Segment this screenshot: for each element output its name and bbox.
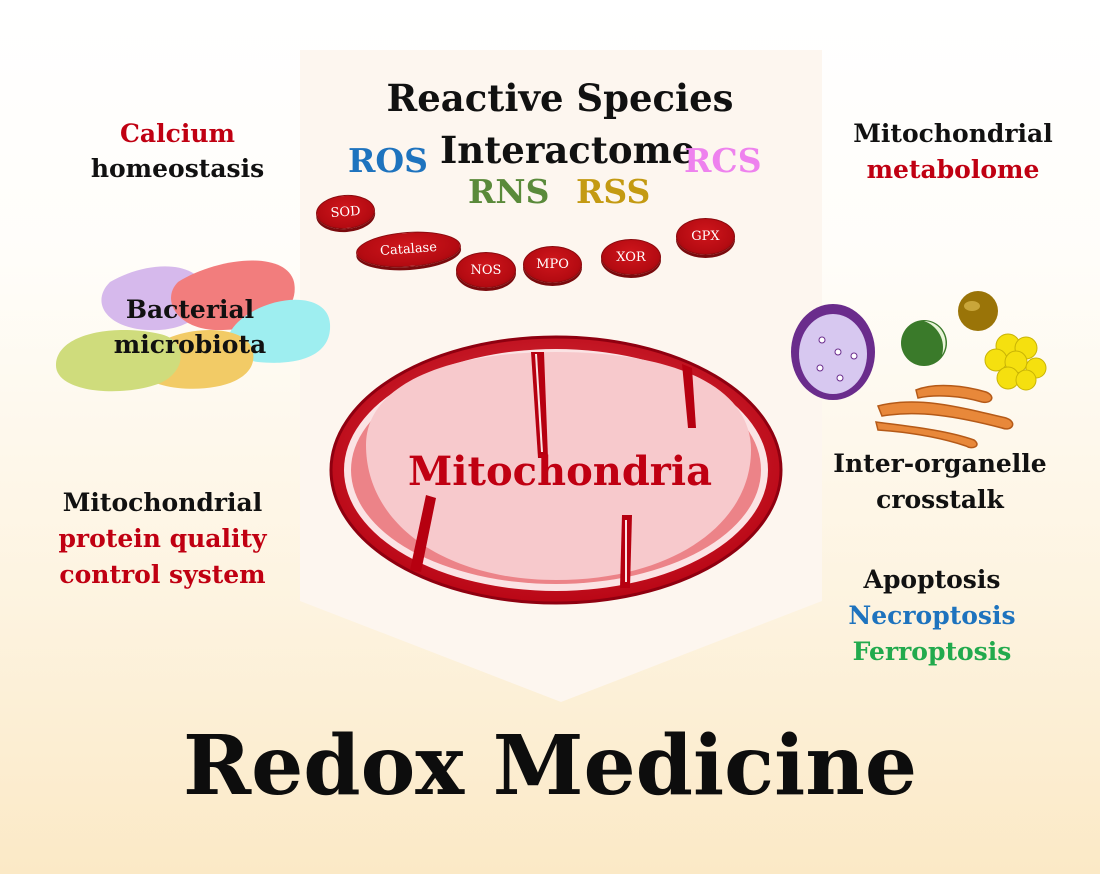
ros-label: ROS: [348, 141, 429, 180]
organelles-icon: [791, 291, 1047, 449]
protein-quality-text: protein quality: [58, 524, 267, 553]
redox-medicine-title: Redox Medicine: [182, 718, 918, 814]
mitochondria-label: Mitochondria: [408, 448, 712, 495]
gpx-enzyme-badge: GPX: [676, 218, 735, 255]
microbiota-text: microbiota: [113, 330, 267, 359]
rss-label: RSS: [576, 172, 651, 211]
interactome-title: Interactome: [440, 128, 696, 172]
calcium-homeostasis-label: Calcium homeostasis: [90, 116, 265, 186]
mpo-enzyme-badge: MPO: [523, 246, 582, 283]
calcium-text: Calcium: [120, 119, 235, 148]
inter-organelle-crosstalk-label: Inter-organelle crosstalk: [830, 446, 1050, 518]
mitochondrion-icon: [329, 335, 783, 605]
necroptosis-text: Necroptosis: [848, 601, 1016, 630]
mitochondrial-metabolome-text: Mitochondrial: [853, 119, 1053, 148]
apoptosis-text: Apoptosis: [863, 565, 1001, 594]
rns-label: RNS: [468, 172, 550, 211]
protein-quality-control-label: Mitochondrial protein quality control sy…: [40, 485, 285, 593]
bacterial-text: Bacterial: [125, 295, 255, 324]
mitochondrial-metabolome-label: Mitochondrial metabolome: [838, 116, 1068, 188]
inter-organelle-text: Inter-organelle: [833, 449, 1047, 478]
golgi-icon: [875, 384, 1014, 449]
cell-death-label: Apoptosis Necroptosis Ferroptosis: [832, 562, 1032, 670]
lipid-droplet-icon: [958, 291, 998, 331]
homeostasis-text: homeostasis: [90, 154, 265, 183]
mitochondrial-pqc-text: Mitochondrial: [62, 488, 263, 517]
ferroptosis-text: Ferroptosis: [852, 637, 1012, 666]
control-system-text: control system: [59, 560, 266, 589]
crosstalk-text: crosstalk: [876, 485, 1004, 514]
xor-enzyme-badge: XOR: [601, 239, 661, 275]
bacterial-microbiota-label: Bacterial microbiota: [100, 292, 280, 362]
metabolome-text: metabolome: [866, 155, 1040, 184]
vesicle-icon: [791, 304, 875, 400]
bacteria-blob-icon: [55, 260, 331, 392]
nos-enzyme-badge: NOS: [456, 252, 516, 288]
reactive-species-title: Reactive Species: [386, 76, 734, 120]
rcs-label: RCS: [684, 141, 762, 180]
